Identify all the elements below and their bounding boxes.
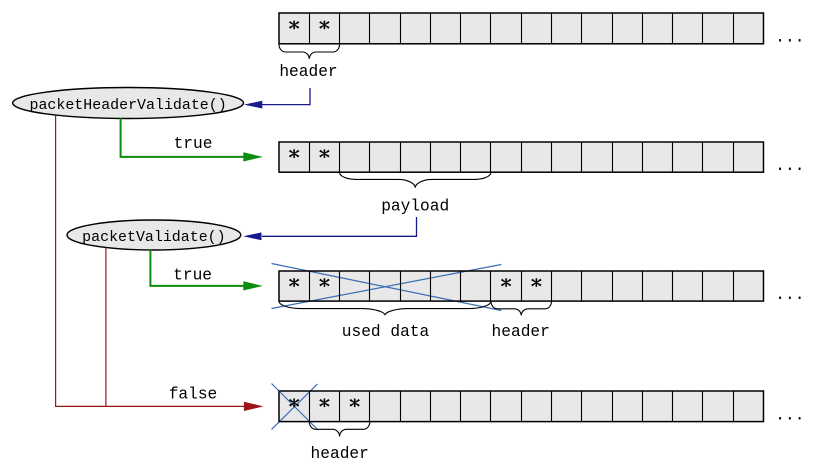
svg-text:...: ... bbox=[775, 29, 804, 47]
svg-text:payload: payload bbox=[381, 198, 449, 216]
svg-text:...: ... bbox=[775, 407, 804, 425]
svg-text:header: header bbox=[279, 63, 337, 81]
svg-text:header: header bbox=[492, 323, 550, 341]
svg-text:used data: used data bbox=[342, 323, 430, 341]
svg-text:...: ... bbox=[775, 157, 804, 175]
svg-text:true: true bbox=[174, 135, 213, 153]
svg-text:false: false bbox=[169, 386, 218, 404]
svg-text:true: true bbox=[173, 267, 212, 285]
svg-text:packetHeaderValidate(): packetHeaderValidate() bbox=[29, 98, 226, 114]
svg-text:header: header bbox=[311, 445, 369, 463]
svg-text:...: ... bbox=[775, 286, 804, 304]
svg-text:packetValidate(): packetValidate() bbox=[82, 230, 225, 246]
